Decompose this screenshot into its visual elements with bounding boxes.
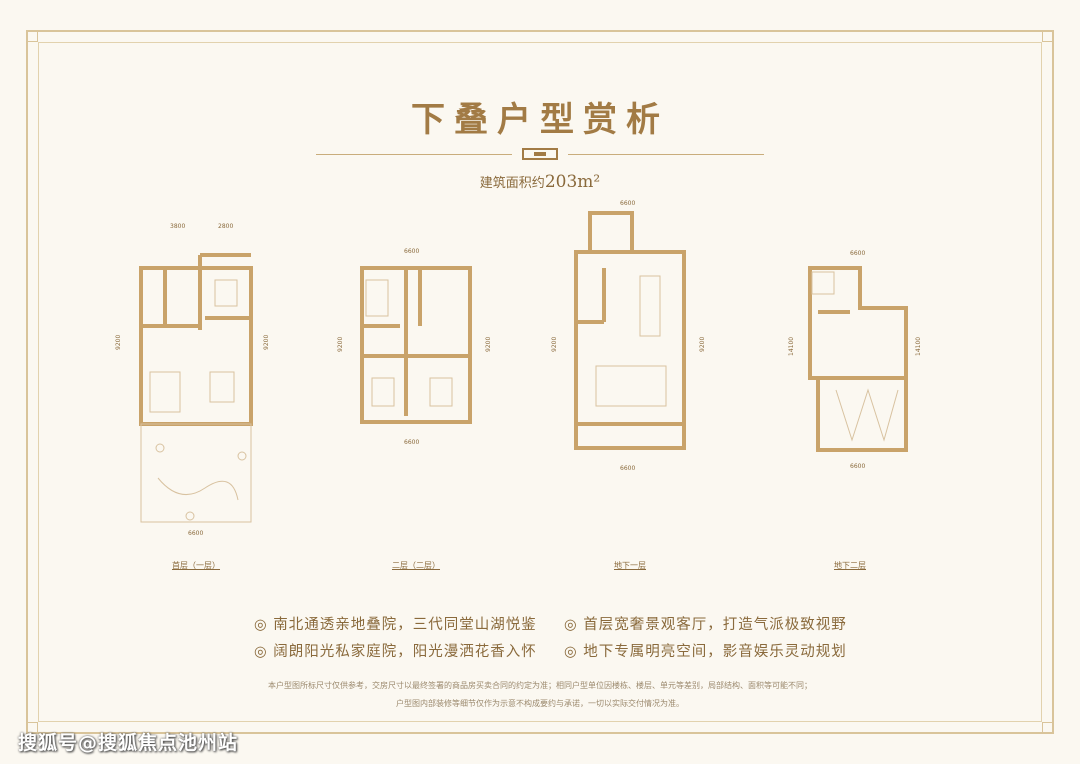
dim-label: 9200 [551,337,558,352]
floor-label: 首层（一层） [172,561,220,570]
feature-list-left: ◎ 南北通透亲地叠院，三代同堂山湖悦鉴 ◎ 阔朗阳光私家庭院，阳光漫洒花香入怀 [254,612,537,666]
dim-label: 6600 [404,439,419,446]
frame-corner [1042,30,1054,42]
area-subtitle: 建筑面积约203m² [0,172,1080,192]
floor-plan-4-details [811,271,899,442]
dim-label: 9200 [485,337,492,352]
dim-label: 9200 [699,337,706,352]
disclaimer-line: 户型图内部装修等细节仅作为示意不构成要约与承诺，一切以实际交付情况为准。 [396,699,684,708]
dim-label: 6600 [404,248,419,255]
outer-frame [26,30,1054,734]
dim-label: 9200 [263,335,270,350]
title-rule-right [568,154,764,155]
area-value: 203m² [544,172,601,192]
dim-label: 6600 [850,463,865,470]
floor-plan-3-details [595,275,667,407]
dim-label: 6600 [620,465,635,472]
disclaimer-line: 本户型图所标尺寸仅供参考，交房尺寸以最终签署的商品房买卖合同的约定为准；相同户型… [268,681,812,690]
frame-corner [1042,722,1054,734]
dim-label: 6600 [620,200,635,207]
dim-label: 9200 [337,337,344,352]
frame-corner [26,30,38,42]
watermark: 搜狐号@搜狐焦点池州站 [18,732,239,754]
dim-label: 9200 [115,335,122,350]
floor-plan-3 [574,211,686,450]
feature-list-right: ◎ 首层宽奢景观客厅，打造气派极致视野 ◎ 地下专属明亮空间，影音娱乐灵动规划 [564,612,847,666]
page-title: 下叠户型赏析 [411,100,669,140]
floor-label: 地下二层 [834,561,866,570]
feature-item: ◎ 阔朗阳光私家庭院，阳光漫洒花香入怀 [254,644,537,660]
title-ornament [522,148,558,160]
dim-label: 6600 [188,530,203,537]
frame-corner [26,722,38,734]
inner-frame [38,42,1042,722]
dim-label: 14100 [915,337,922,356]
dim-label: 14100 [788,337,795,356]
dim-label: 2800 [218,223,233,230]
floor-plan-2-details [365,279,453,407]
floor-plan-4 [808,266,908,452]
dim-label: 6600 [850,250,865,257]
dim-label: 3800 [170,223,185,230]
floor-label: 地下一层 [614,561,646,570]
floor-label: 二层（二层） [392,561,440,570]
area-prefix: 建筑面积约 [479,176,545,191]
title-rule-left [316,154,512,155]
floor-plan-1-details [140,279,252,523]
floor-plan-2 [360,266,472,424]
feature-item: ◎ 地下专属明亮空间，影音娱乐灵动规划 [564,644,847,660]
feature-item: ◎ 南北通透亲地叠院，三代同堂山湖悦鉴 [254,617,537,633]
feature-item: ◎ 首层宽奢景观客厅，打造气派极致视野 [564,617,847,633]
